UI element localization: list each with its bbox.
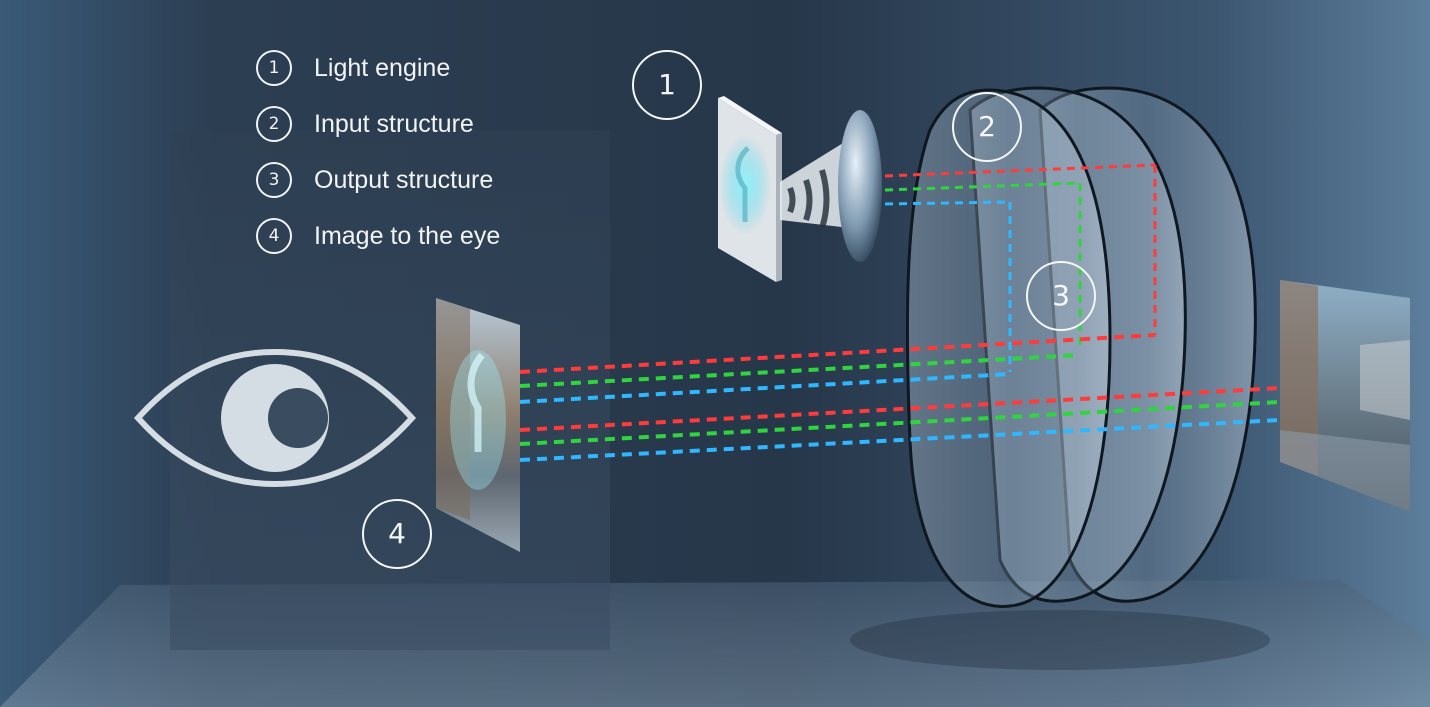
lens-icon — [838, 110, 882, 262]
world-image-panel — [1280, 280, 1410, 512]
light-engine — [718, 96, 882, 282]
legend-label: Input structure — [314, 110, 474, 138]
legend-label: Output structure — [314, 166, 494, 194]
callout-light-engine: 1 — [632, 50, 702, 120]
legend-number: 3 — [256, 162, 292, 198]
legend-number: 2 — [256, 106, 292, 142]
legend-item-light-engine: 1 Light engine — [256, 50, 576, 106]
legend-label: Image to the eye — [314, 222, 501, 250]
eye-icon — [133, 348, 417, 488]
legend-item-output-structure: 3 Output structure — [256, 162, 576, 218]
output-rays — [519, 333, 1281, 462]
callout-output-structure: 3 — [1026, 261, 1096, 331]
legend-label: Light engine — [314, 54, 451, 82]
legend-number: 1 — [256, 50, 292, 86]
eye-image-panel — [436, 298, 520, 552]
legend: 1 Light engine 2 Input structure 3 Outpu… — [256, 50, 576, 274]
legend-item-input-structure: 2 Input structure — [256, 106, 576, 162]
legend-number: 4 — [256, 218, 292, 254]
callout-input-structure: 2 — [952, 92, 1022, 162]
callout-image-to-eye: 4 — [362, 499, 432, 569]
legend-item-image-to-eye: 4 Image to the eye — [256, 218, 576, 274]
input-rays — [884, 163, 1157, 372]
